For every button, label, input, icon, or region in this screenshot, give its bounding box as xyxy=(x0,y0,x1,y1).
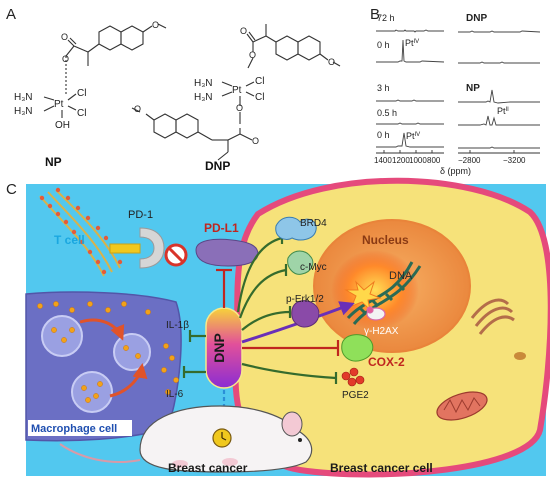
nmr-trace-72h-left xyxy=(376,29,444,33)
il6-label: IL-6 xyxy=(166,389,184,400)
macrophage-label-box xyxy=(28,420,132,436)
mitochondrion xyxy=(436,391,488,421)
nmr-trace-72h-right xyxy=(458,30,541,33)
nmr-spectra xyxy=(376,29,541,154)
nmr-time-0h-np: 0 h xyxy=(377,130,390,140)
clock-icon xyxy=(212,428,232,448)
np-amine-2: H₃N xyxy=(14,106,33,117)
t-cell-lipid-heads xyxy=(39,187,123,275)
dnp-name: DNP xyxy=(205,159,230,173)
nmr-trace-0h-right xyxy=(458,61,540,64)
nmr-trace-0h-np-left xyxy=(376,132,444,148)
nmr-time-3h: 3 h xyxy=(377,83,390,93)
np-chloro-1: Cl xyxy=(77,88,86,99)
nmr-xlabel: δ (ppm) xyxy=(440,166,471,176)
nmr-tick-2800: −2800 xyxy=(458,156,481,165)
np-ester-o2: O xyxy=(62,54,69,64)
np-chloro-2: Cl xyxy=(77,108,86,119)
cmyc-protein xyxy=(287,250,314,275)
pge2-molecules xyxy=(341,367,365,387)
nmr-tick-1000: 1000 xyxy=(409,156,427,165)
np-platinum: Pt xyxy=(54,99,64,110)
vesicle xyxy=(514,352,526,360)
nmr-np-label: NP xyxy=(466,83,480,94)
pd1-label: PD-1 xyxy=(128,209,153,221)
perk-protein xyxy=(291,300,320,328)
dnp-chloro-1: Cl xyxy=(255,76,264,87)
dnp-platinum: Pt xyxy=(232,85,242,96)
cox2-label: COX-2 xyxy=(368,355,405,369)
nmr-pt4-label-0h: PtIV xyxy=(405,38,419,48)
panel-label-a: A xyxy=(6,6,16,23)
dnp-ester-o4: O xyxy=(252,136,259,146)
nmr-trace-05h-right xyxy=(458,115,540,126)
dnp-ester-o1: O xyxy=(240,26,247,36)
cox2-protein xyxy=(341,334,374,362)
macrophage-vesicles xyxy=(41,315,151,413)
prohibition-icon xyxy=(164,243,188,267)
nmr-pt2-label: PtII xyxy=(497,106,509,116)
np-amine-1: H₃N xyxy=(14,92,33,103)
nmr-trace-05h-left xyxy=(376,122,444,125)
panel-label-c: C xyxy=(6,181,17,198)
panel-label-b: B xyxy=(370,6,380,23)
t-cell-label: T cell xyxy=(54,233,85,247)
macrophage-label: Macrophage cell xyxy=(31,423,117,435)
macrophage-arrow-2 xyxy=(109,363,148,398)
nmr-tick-3200: −3200 xyxy=(503,156,526,165)
dnp-structure xyxy=(131,24,341,161)
perk-label: p-Erk1/2 xyxy=(286,294,324,305)
h2ax-label: γ-H2AX xyxy=(364,326,399,337)
nmr-dnp-label: DNP xyxy=(466,13,487,24)
breast-cancer-cell-label: Breast cancer cell xyxy=(330,461,433,475)
dnp-capsule-label: DNP xyxy=(211,333,227,363)
nmr-tick-1400: 1400 xyxy=(374,156,392,165)
dnp-ester-o3: O xyxy=(236,103,243,113)
breast-cancer-label: Breast cancer xyxy=(168,461,248,475)
dnp-chloro-2: Cl xyxy=(255,92,264,103)
inhibition-lines xyxy=(182,232,340,384)
macrophage-arrow-1 xyxy=(79,318,125,341)
cmyc-label: c-Myc xyxy=(300,262,327,273)
nmr-trace-3h-left xyxy=(376,99,444,102)
dnp-ester-o2: O xyxy=(249,50,256,60)
nmr-tick-1200: 1200 xyxy=(392,156,410,165)
pd1-receptor xyxy=(109,227,165,269)
dnp-amine-1: H₃N xyxy=(194,78,213,89)
nmr-time-72h: 72 h xyxy=(377,13,395,23)
nmr-time-05h: 0.5 h xyxy=(377,108,397,118)
np-hydroxo: OH xyxy=(55,120,70,131)
np-methoxy-o: O xyxy=(152,20,159,30)
dnp-methoxy-o1: O xyxy=(328,57,335,67)
nmr-tick-800: 800 xyxy=(427,156,441,165)
nmr-time-0h-dnp: 0 h xyxy=(377,40,390,50)
nmr-trace-0h-np-right xyxy=(458,146,540,149)
nmr-trace-0h-left xyxy=(376,39,445,63)
nucleus-label: Nucleus xyxy=(362,233,409,247)
golgi-apparatus xyxy=(470,298,515,335)
dnp-amine-2: H₃N xyxy=(194,92,213,103)
nmr-trace-3h-right xyxy=(458,89,540,104)
brd4-label: BRD4 xyxy=(300,218,327,229)
pdl1-protein xyxy=(195,238,259,267)
dnp-methoxy-o2: O xyxy=(134,104,141,114)
cytokine-granules xyxy=(37,301,179,403)
np-ester-o1: O xyxy=(61,32,68,42)
np-name: NP xyxy=(45,155,62,169)
nmr-pt4-label-np: PtIV xyxy=(406,131,420,141)
h2ax-protein xyxy=(366,306,386,321)
np-structure xyxy=(43,23,167,118)
nmr-axis-ticks xyxy=(383,150,515,153)
il1b-label: IL-1β xyxy=(166,320,189,331)
brd4-protein xyxy=(275,216,317,241)
macrophage-cell xyxy=(25,291,182,442)
pge2-label: PGE2 xyxy=(342,390,369,401)
dna-label: DNA xyxy=(389,270,413,282)
pdl1-label: PD-L1 xyxy=(204,221,239,235)
